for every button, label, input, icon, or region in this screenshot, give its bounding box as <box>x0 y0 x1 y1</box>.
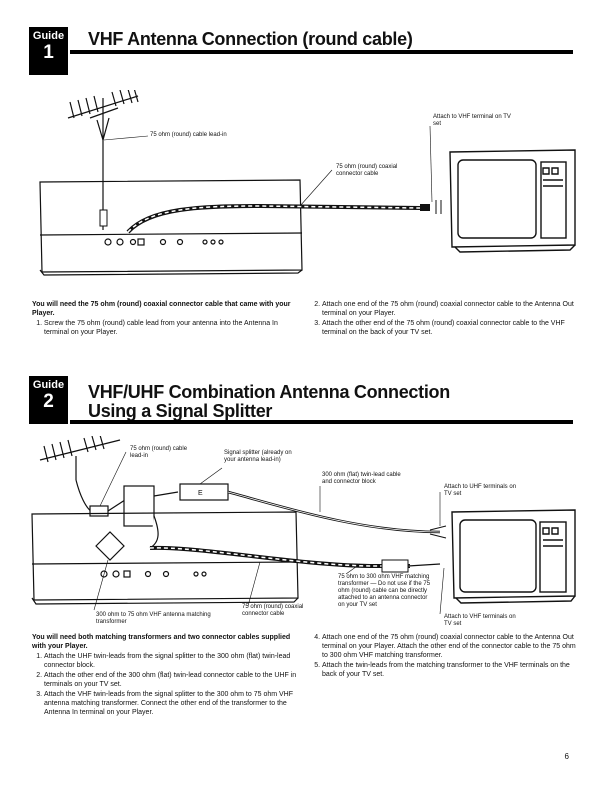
page-number: 6 <box>564 752 569 761</box>
section1-right-column: Attach one end of the 75 ohm (round) coa… <box>310 300 580 338</box>
section2-lead: You will need both matching transformers… <box>32 634 291 650</box>
section-title-2-line2: Using a Signal Splitter <box>88 401 273 421</box>
section2-step-1: Attach the UHF twin-leads from the signa… <box>44 652 300 670</box>
callout-coaxial-cable: 75 ohm (round) coaxial connector cable <box>336 164 398 177</box>
section1-step-3: Attach the other end of the 75 ohm (roun… <box>322 319 580 337</box>
callout-signal-splitter: Signal splitter (already on your antenna… <box>224 450 292 463</box>
section1-lead: You will need the 75 ohm (round) coaxial… <box>32 301 291 317</box>
diagram-vhf-connection: 75 ohm (round) cable lead-in 75 ohm (rou… <box>0 87 601 290</box>
callout-attach-vhf: Attach to VHF terminal on TV set <box>433 114 511 127</box>
guide-badge-1: Guide 1 <box>29 27 68 75</box>
title-rule-1 <box>70 50 573 54</box>
callout-cable-lead-in: 75 ohm (round) cable lead-in <box>130 446 188 459</box>
callout-coaxial-cable: 75 ohm (round) coaxial connector cable <box>242 604 304 617</box>
section2-step-4: Attach one end of the 75 ohm (round) coa… <box>322 633 580 660</box>
section2-step-3: Attach the VHF twin-leads from the signa… <box>44 690 300 717</box>
section1-left-column: You will need the 75 ohm (round) coaxial… <box>32 300 300 338</box>
callout-attach-uhf: Attach to UHF terminals on TV set <box>444 484 517 497</box>
callout-twin-lead: 300 ohm (flat) twin-lead cable and conne… <box>322 472 401 485</box>
section-title-2-line1: VHF/UHF Combination Antenna Connection <box>88 382 450 402</box>
tv-set-icon <box>451 509 576 604</box>
guide-badge-number: 1 <box>43 42 54 63</box>
guide-badge-label: Guide <box>32 30 65 42</box>
callout-cable-lead-in: 75 ohm (round) cable lead-in <box>150 132 227 138</box>
svg-text:E: E <box>198 490 203 497</box>
guide-badge-number: 2 <box>43 391 54 412</box>
antenna-icon <box>67 87 139 230</box>
player-unit-icon <box>39 179 303 276</box>
section2-step-2: Attach the other end of the 300 ohm (fla… <box>44 671 300 689</box>
section2-step-5: Attach the twin-leads from the matching … <box>322 661 580 679</box>
callout-matching-transformer-300: 300 ohm to 75 ohm VHF antenna matching t… <box>96 612 211 625</box>
section1-step-2: Attach one end of the 75 ohm (round) coa… <box>322 300 580 318</box>
splitter-wiring-illustration: E <box>31 434 576 615</box>
title-rule-2 <box>70 420 573 424</box>
guide-badge-label: Guide <box>32 379 65 391</box>
player-unit-icon <box>31 511 299 605</box>
antenna-icon <box>39 434 121 513</box>
section2-left-column: You will need both matching transformers… <box>32 633 300 718</box>
callout-matching-transformer-vhf: 75 ohm to 300 ohm VHF matching transform… <box>338 574 431 608</box>
vhf-wiring-illustration <box>39 87 576 276</box>
section2-right-column: Attach one end of the 75 ohm (round) coa… <box>310 633 580 680</box>
section1-step-1: Screw the 75 ohm (round) cable lead from… <box>44 319 300 337</box>
callout-attach-vhf: Attach to VHF terminals on TV set <box>444 614 516 627</box>
tv-set-icon <box>449 149 576 253</box>
diagram-vhf-uhf-splitter: E <box>0 434 601 632</box>
section-title-1: VHF Antenna Connection (round cable) <box>88 29 413 49</box>
guide-badge-2: Guide 2 <box>29 376 68 424</box>
